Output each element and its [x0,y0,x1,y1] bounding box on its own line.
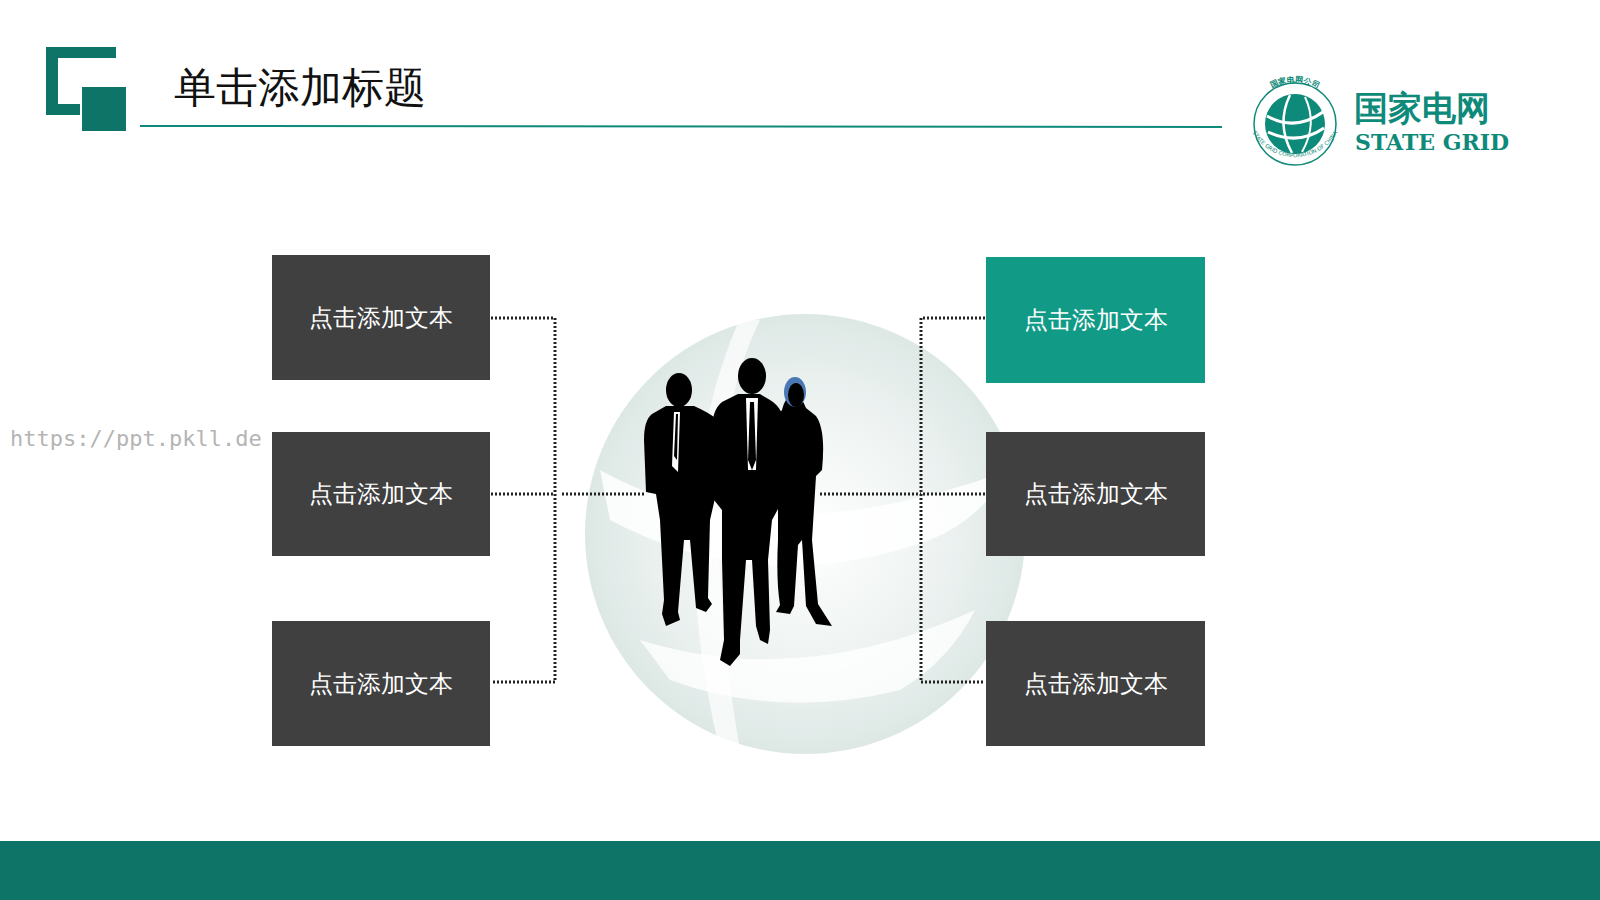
svg-text:国家电网公司: 国家电网公司 [1269,75,1321,91]
text-box: 点击添加文本 [272,432,490,556]
highlight-box: 点击添加文本 [986,257,1205,383]
logo-ring-text: STATE GRID CORPORATION OF CHINA [1252,130,1339,158]
box-text: 点击添加文本 [1024,668,1168,700]
watermark: https://ppt.pkll.de [10,426,262,451]
logo-chinese-name: 国家电网 [1354,86,1490,132]
logo-english-name: STATE GRID [1355,129,1509,155]
box-text: 点击添加文本 [309,478,453,510]
state-grid-logo: 国家电网公司 STATE GRID CORPORATION OF CHINA [1252,75,1339,165]
box-text: 点击添加文本 [309,302,453,334]
text-box: 点击添加文本 [272,621,490,746]
box-text: 点击添加文本 [1024,478,1168,510]
logo-ring-text: 国家电网公司 [1269,75,1321,91]
text-box: 点击添加文本 [272,255,490,380]
text-box: 点击添加文本 [986,621,1205,746]
text-box: 点击添加文本 [986,432,1205,556]
box-text: 点击添加文本 [1024,304,1168,336]
footer-band [0,841,1600,900]
svg-text:STATE GRID CORPORATION OF CHIN: STATE GRID CORPORATION OF CHINA [1252,130,1339,158]
slide-title: 单击添加标题 [174,60,426,116]
people-silhouette [644,358,832,666]
corner-square [82,87,126,131]
box-text: 点击添加文本 [309,668,453,700]
dotted-bracket [491,318,985,682]
title-rule [140,126,1222,127]
background-globe [585,314,1025,754]
